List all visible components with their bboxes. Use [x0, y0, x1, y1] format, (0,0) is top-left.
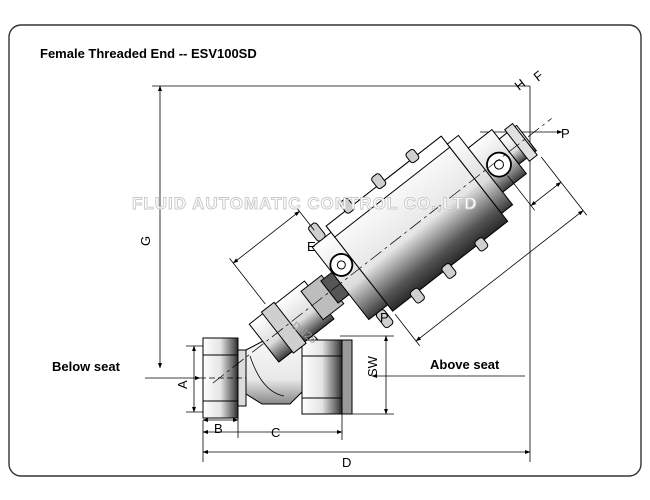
actuator-assembly: DN25	[212, 118, 588, 384]
dim-label-d: D	[342, 455, 351, 470]
dimension-lines	[145, 85, 563, 462]
dim-label-sw: SW	[365, 355, 380, 377]
below-seat-label: Below seat	[52, 359, 121, 374]
dim-label-c: C	[271, 425, 280, 440]
dim-label-f: F	[531, 68, 547, 85]
drawing-title: Female Threaded End -- ESV100SD	[40, 46, 257, 61]
dim-label-a: A	[175, 380, 190, 389]
above-seat-label: Above seat	[430, 357, 500, 372]
watermark: FLUID AUTOMATIC CONTROL CO.,LTD	[132, 194, 477, 213]
dim-label-p-top: P	[561, 126, 570, 141]
dim-label-p-bottom: P	[380, 310, 389, 325]
dim-label-b: B	[214, 421, 223, 436]
dim-label-e: E	[307, 239, 316, 254]
e-dimension	[229, 207, 315, 305]
outlet-port	[301, 339, 343, 415]
f-dimension	[394, 156, 588, 347]
drawing-frame	[8, 24, 642, 477]
h-dimension	[507, 175, 562, 211]
dim-label-g: G	[138, 236, 153, 246]
dim-label-h: H	[512, 76, 529, 94]
